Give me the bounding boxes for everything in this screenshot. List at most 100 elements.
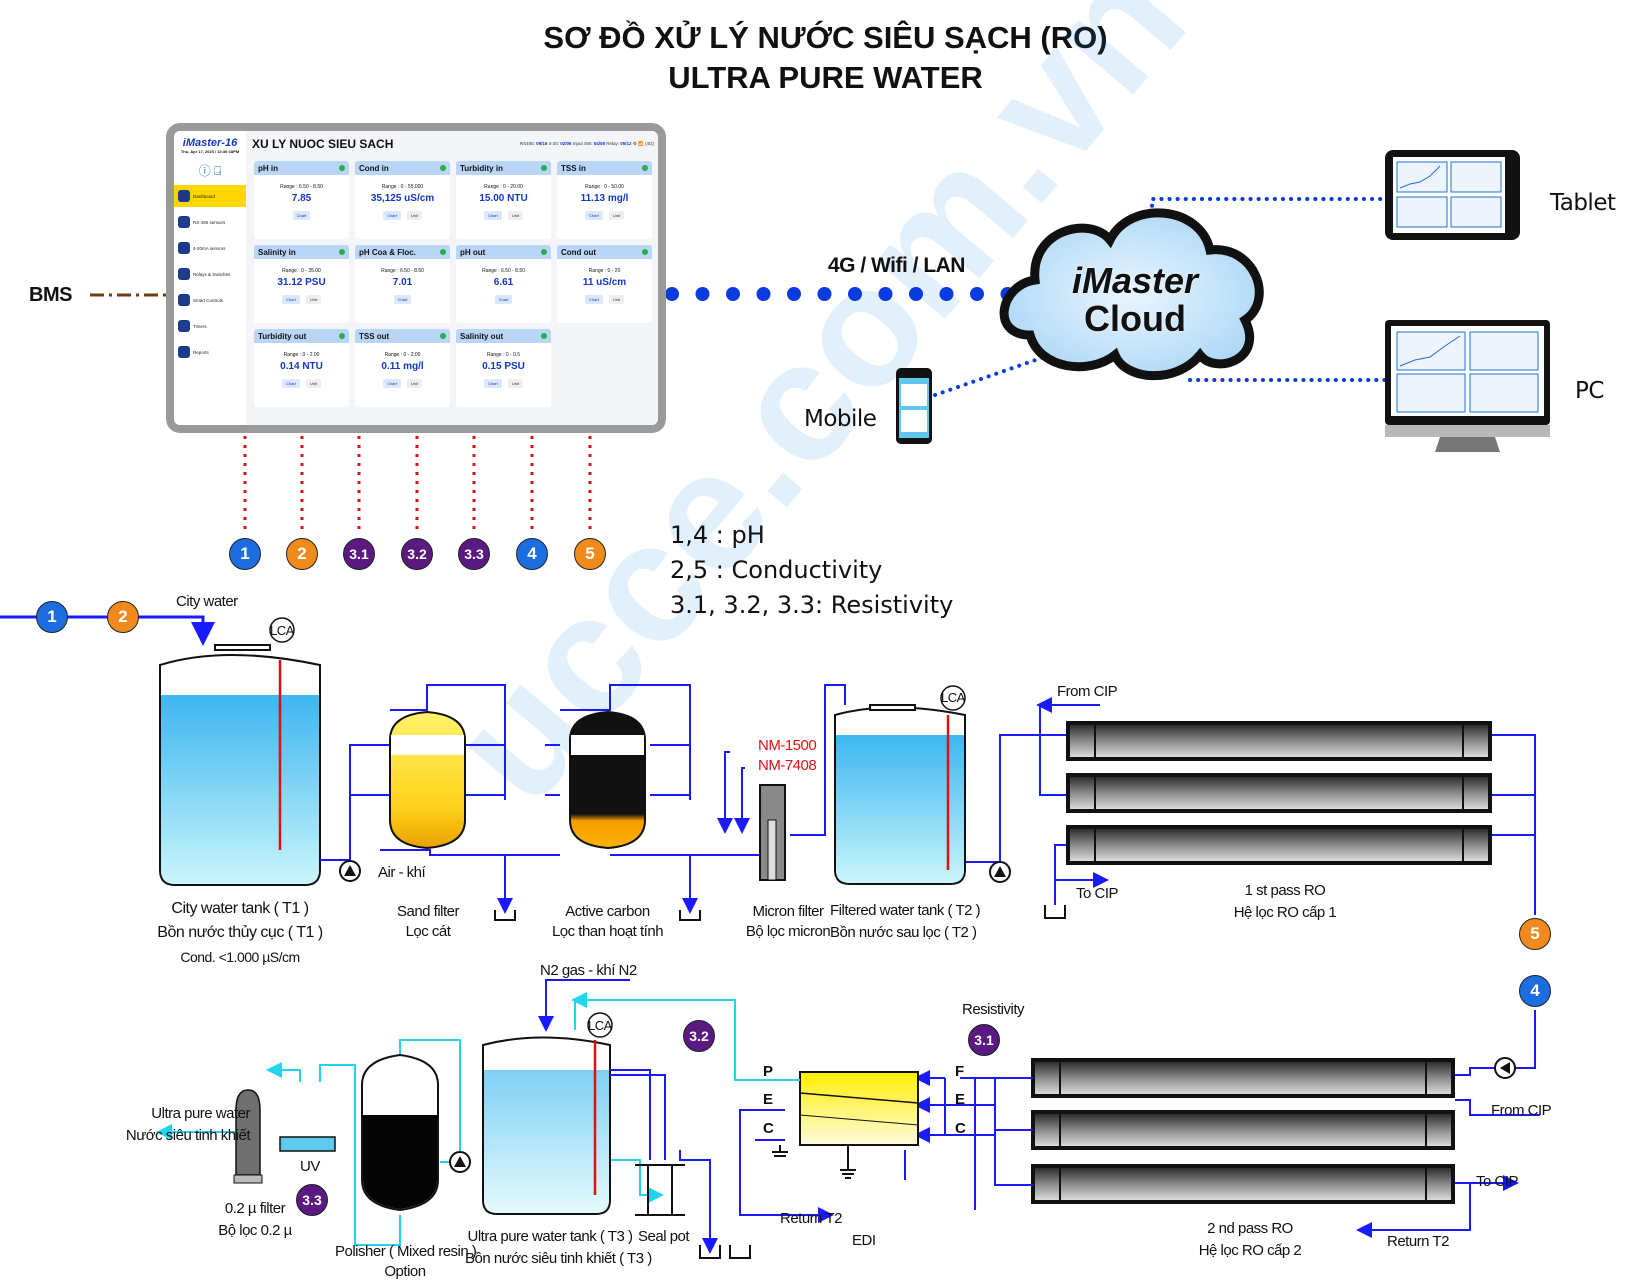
card-header: Salinity out [456, 329, 551, 343]
seal-pot-label: Seal pot [638, 1228, 690, 1245]
card-unit-button[interactable]: Unit [305, 295, 321, 304]
status-dot-icon [642, 165, 648, 171]
status-dot-icon [541, 333, 547, 339]
link-dot [817, 287, 832, 301]
legend-ph: 1,4 : pH [670, 521, 765, 549]
card-header: pH Coa & Floc. [355, 245, 450, 259]
status-dot-icon [440, 249, 446, 255]
city-water-label: City water [176, 593, 238, 610]
card-header: pH out [456, 245, 551, 259]
hmi-nav-timers[interactable]: Timers [174, 315, 246, 337]
card-chart-button[interactable]: Chart [393, 295, 412, 304]
interpass-piping [1356, 1010, 1540, 1238]
card-range: Range : 0 - 55,000 [381, 184, 424, 190]
sensor-drop-lines [243, 436, 592, 535]
card-header: TSS out [355, 329, 450, 343]
sensor-badge-1[interactable]: 1 [229, 538, 261, 570]
card-unit-button[interactable]: Unit [406, 379, 422, 388]
link-dot [878, 287, 893, 301]
sensor-badge-3-1-edi[interactable]: 3.1 [968, 1024, 1000, 1056]
hmi-brand: iMaster-16 [182, 137, 238, 149]
card-range: Range : 6.50 - 8.50 [482, 268, 525, 274]
card-chart-button[interactable]: Chart [282, 295, 300, 304]
sensor-badge-4-ro[interactable]: 4 [1519, 975, 1551, 1007]
nav-label: Smart Controls [193, 297, 224, 303]
sensor-badge-3-1[interactable]: 3.1 [343, 538, 375, 570]
logout-icon[interactable]: ⍈ [214, 164, 222, 178]
card-chart-button[interactable]: Chart [383, 211, 401, 220]
hmi-status-bar: RS485: 09/16 4-20: 02/06 Input SW: 04/08… [519, 141, 654, 146]
card-value: 35,125 uS/cm [370, 193, 435, 204]
link-dot [970, 287, 984, 301]
cloud-label: iMaster Cloud [1071, 260, 1199, 339]
edi-module [772, 1071, 919, 1179]
card-chart-button[interactable]: Chart [484, 379, 502, 388]
t3-caption: Ultra pure water tank ( T3 )Bồn nước siê… [465, 1228, 652, 1267]
sand-filter [389, 710, 466, 850]
card-chart-button[interactable]: Chart [494, 295, 513, 304]
sensor-badge-5[interactable]: 5 [574, 538, 606, 570]
uv-sterilizer [279, 1136, 336, 1152]
hmi-nav-smart-controls[interactable]: Smart Controls [174, 289, 246, 311]
card-unit-button[interactable]: Unit [608, 295, 624, 304]
card-range: Range : 0 - 35.00 [282, 268, 321, 274]
sensor-badge-2-inlet[interactable]: 2 [107, 601, 139, 633]
sensor-badge-3-2[interactable]: 3.2 [401, 538, 433, 570]
card-chart-button[interactable]: Chart [585, 211, 603, 220]
card-unit-button[interactable]: Unit [507, 379, 523, 388]
sensor-badge-4[interactable]: 4 [516, 538, 548, 570]
card-chart-button[interactable]: Chart [292, 211, 311, 220]
hmi-sidebar: iMaster-16 Thu, Apr 17, 2025 / 13:30:18P… [174, 131, 246, 425]
nav-icon [178, 216, 190, 228]
ro-pass-1 [1066, 721, 1492, 865]
card-chart-button[interactable]: Chart [585, 295, 603, 304]
chemical-nm1500: NM-1500 [758, 737, 817, 754]
card-unit-button[interactable]: Unit [406, 211, 422, 220]
link-dot [848, 287, 862, 301]
card-range: Range : 0 - 50.00 [585, 184, 624, 190]
sensor-badge-3-2-edi[interactable]: 3.2 [683, 1020, 715, 1052]
card-header: Turbidity in [456, 161, 551, 175]
link-label: 4G / Wifi / LAN [828, 254, 965, 277]
card-chart-button[interactable]: Chart [383, 379, 401, 388]
card-header: TSS in [557, 161, 652, 175]
status-dot-icon [339, 165, 345, 171]
hmi-nav-4-20ma-sensors[interactable]: 4-20mA sensors [174, 237, 246, 259]
sensor-badge-3-3-polisher[interactable]: 3.3 [296, 1184, 328, 1216]
card-range: Range : 6.50 - 8.50 [381, 268, 424, 274]
edi-port-e-right: E [955, 1091, 965, 1108]
t2-caption: Filtered water tank ( T2 )Bồn nước sau l… [830, 902, 981, 941]
edi-port-f: F [955, 1063, 964, 1080]
nav-label: Timers [193, 323, 207, 329]
info-icon[interactable]: ⓘ [198, 164, 211, 178]
settings-icon[interactable]: ⚙ [632, 141, 637, 146]
hmi-nav-dashboard[interactable]: Dashboard [174, 185, 246, 207]
bms-label: BMS [29, 284, 72, 306]
card-unit-button[interactable]: Unit [305, 379, 321, 388]
card-value: 11.13 mg/l [580, 193, 629, 204]
card-chart-button[interactable]: Chart [484, 211, 502, 220]
hmi-nav-reports[interactable]: Reports [174, 341, 246, 363]
card-chart-button[interactable]: Chart [282, 379, 300, 388]
status-dot-icon [339, 249, 345, 255]
sensor-badge-5-ro[interactable]: 5 [1519, 918, 1551, 950]
sensor-badge-1-inlet[interactable]: 1 [36, 601, 68, 633]
hmi-nav-relays-switches[interactable]: Relays & Switches [174, 263, 246, 285]
hmi-nav-rs-485-sensors[interactable]: RS-485 sensors [174, 211, 246, 233]
card-range: Range : 0 - 20 [588, 268, 621, 274]
network-type: 4G [646, 141, 653, 146]
status-dot-icon [440, 333, 446, 339]
card-unit-button[interactable]: Unit [608, 211, 624, 220]
card-title: Salinity in [258, 247, 296, 257]
active-carbon-filter [569, 710, 646, 850]
sensor-badge-2[interactable]: 2 [286, 538, 318, 570]
sensor-badge-3-3[interactable]: 3.3 [458, 538, 490, 570]
card-unit-button[interactable]: Unit [507, 211, 523, 220]
pump-4 [449, 1151, 471, 1173]
card-title: Salinity out [460, 331, 504, 341]
